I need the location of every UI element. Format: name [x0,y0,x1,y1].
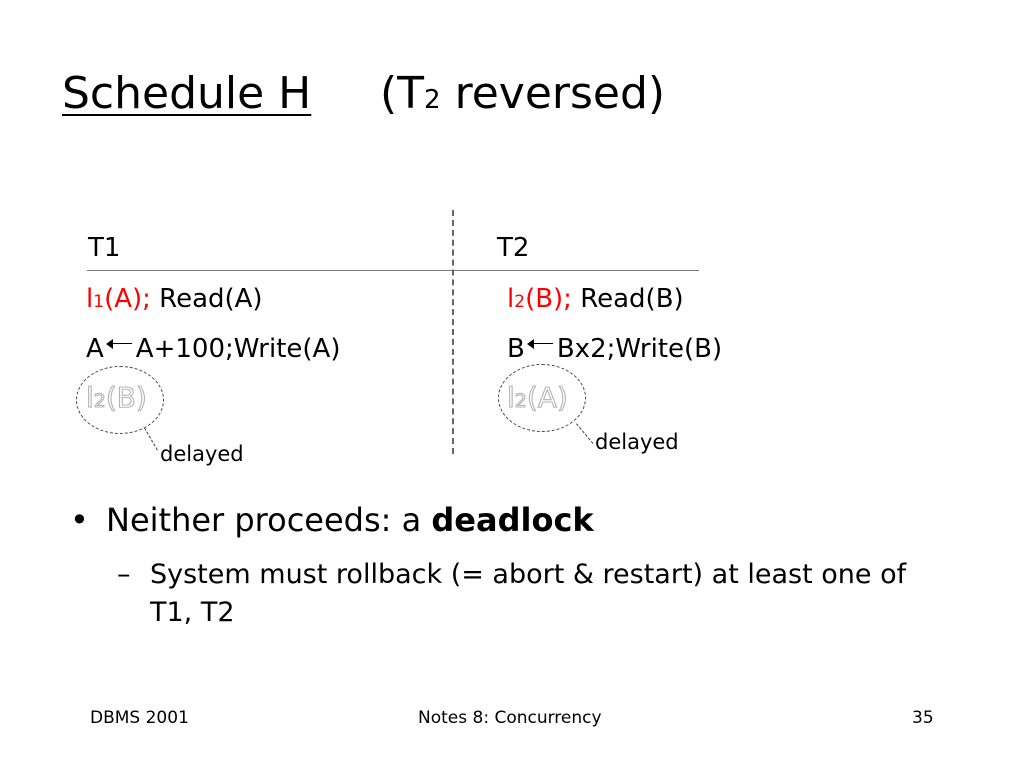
left-arrow-icon [526,339,553,349]
lock-argument: (A); [104,284,151,314]
t1-assign-target: A [86,334,104,364]
lock-subscript: 1 [93,292,105,312]
t2-read-action: Read(B) [571,284,684,314]
column-header-t1: T1 [88,233,121,263]
lock-argument: (B) [105,380,147,414]
footer-topic: Notes 8: Concurrency [418,708,602,728]
lock-argument: (A) [526,380,568,414]
slide-title: Schedule H [62,68,312,119]
lock-subscript: 2 [514,389,527,412]
lock-letter: l [506,380,515,414]
t1-read-action: Read(A) [150,284,263,314]
lock-letter: l [86,284,94,314]
t2-delayed-note: delayed [595,430,679,454]
sub-bullet-marker: – [117,559,131,590]
sub-bullet-text: System must rollback (= abort & restart)… [150,559,907,628]
lock-letter: l [507,284,515,314]
footer-course: DBMS 2001 [90,708,189,728]
t1-lock-request: l1(A); [86,284,151,314]
t1-delayed-lock-request: l2(B) [85,380,147,418]
t2-step-update-write: B Bx2;Write(B) [507,332,722,366]
footer-page-number: 35 [912,708,934,728]
t2-delayed-lock-request: l2(A) [506,380,568,418]
lock-argument: (B); [525,284,572,314]
slide-subtitle: (T2 reversed) [380,64,665,130]
left-arrow-icon [105,339,132,349]
lock-letter: l [85,380,94,414]
sub-bullet-item: –System must rollback (= abort & restart… [117,556,917,632]
t2-assign-target: B [507,334,525,364]
subtitle-subscript: 2 [424,85,441,115]
t2-step-lock-read: l2(B); Read(B) [507,282,684,319]
lock-subscript: 2 [514,292,526,312]
header-rule [87,270,699,271]
subtitle-suffix: reversed) [440,68,666,119]
bullet-text: Neither proceeds: a [106,501,432,539]
t2-lock-request: l2(B); [507,284,572,314]
bullet-emphasis: deadlock [431,501,594,539]
t1-delay-leader-line [144,427,158,451]
t2-delay-leader-line [576,423,594,444]
column-header-t2: T2 [497,233,530,263]
t1-assign-expression: A+100;Write(A) [135,334,341,364]
column-divider [452,210,454,454]
subtitle-prefix: (T [380,68,425,119]
t1-delay-circle [76,366,164,434]
t1-step-lock-read: l1(A); Read(A) [86,282,263,319]
t1-delayed-note: delayed [160,442,244,466]
t2-delay-circle [498,364,586,432]
t2-assign-expression: Bx2;Write(B) [556,334,723,364]
bullet-marker: • [70,501,89,539]
t1-step-update-write: A A+100;Write(A) [86,332,340,366]
bullet-item: • Neither proceeds: a deadlock [70,500,594,540]
lock-subscript: 2 [93,389,106,412]
